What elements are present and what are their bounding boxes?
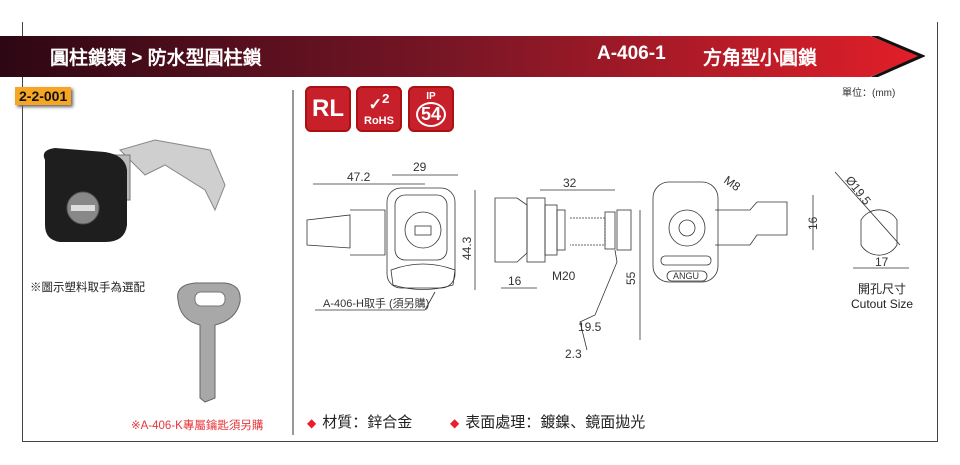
handle-callout: A-406-H取手 (須另購) [323, 296, 429, 310]
category-title: 圓柱鎖類 > 防水型圓柱鎖 [50, 48, 262, 69]
dim-16-side: 16 [508, 274, 522, 288]
cutout-label-en: Cutout Size [851, 297, 914, 311]
spec-finish: ◆表面處理：鍍鎳、鏡面拋光 [450, 414, 646, 431]
dim-19-5: 19.5 [578, 320, 602, 334]
rl-badge: RL [305, 86, 351, 132]
spec-material: ◆材質：鋅合金 [307, 414, 413, 431]
dim-17: 17 [875, 255, 889, 269]
dim-m8: M8 [721, 173, 743, 194]
lock-photo [43, 139, 226, 242]
cutout-label-cn: 開孔尺寸 [858, 282, 907, 296]
dim-2-3: 2.3 [565, 347, 582, 361]
unit-label: 單位：(mm) [842, 88, 896, 99]
handle-optional-note: ※圖示塑料取手為選配 [30, 282, 145, 294]
product-name: 方角型小圓鎖 [703, 48, 818, 69]
dim-44-3: 44.3 [460, 236, 474, 260]
page-frame [22, 22, 938, 442]
dim-32: 32 [563, 176, 577, 190]
product-code-badge: 2-2-001 [15, 87, 72, 105]
dim-47-2: 47.2 [347, 170, 371, 184]
header-banner [0, 36, 925, 77]
dim-55: 55 [624, 271, 638, 285]
banner-arrow [0, 36, 925, 77]
dim-dia-19-5: Ø19.5 [843, 173, 874, 208]
vertical-divider [292, 90, 294, 435]
technical-drawing: 47.2 29 44.3 A-406-H取手 (須另購) 32 16 M20 5… [306, 160, 909, 361]
key-note: ※A-406-K專屬鑰匙須另購 [131, 420, 264, 432]
diamond-bullet-icon: ◆ [307, 416, 317, 430]
key-photo [177, 282, 241, 403]
dim-29: 29 [413, 160, 427, 174]
dim-16-rear: 16 [806, 216, 820, 230]
angu-mark: ANGU [673, 271, 699, 281]
dim-m20: M20 [552, 269, 576, 283]
diamond-bullet-icon: ◆ [450, 416, 460, 430]
model-number: A-406-1 [597, 43, 666, 64]
